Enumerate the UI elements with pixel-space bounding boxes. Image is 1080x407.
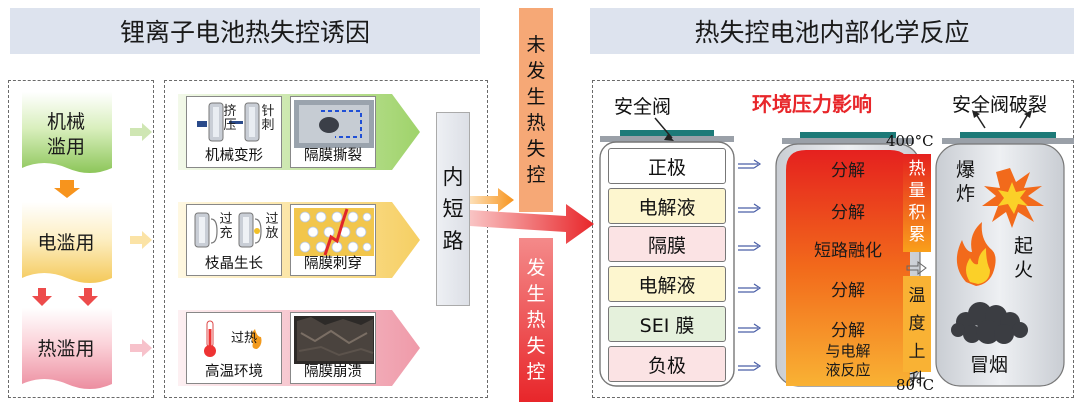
dendrite-illustration xyxy=(194,212,262,248)
layer-arrows xyxy=(738,159,762,371)
right-title-bar: 热失控电池内部化学反应 xyxy=(590,8,1074,54)
puncture-illustration xyxy=(294,208,374,256)
left-title-bar: 锂离子电池热失控诱因 xyxy=(10,8,480,54)
tear-illustration xyxy=(294,100,374,148)
electrical-puncture-panel: 隔膜刺穿 xyxy=(290,204,376,276)
left-title: 锂离子电池热失控诱因 xyxy=(119,18,370,47)
temp-low-label: 80°C xyxy=(896,376,935,394)
reaction-1: 分解 xyxy=(831,161,865,181)
puncture-label: 隔膜刺穿 xyxy=(304,256,362,272)
mechanical-abuse-label: 机械 滥用 xyxy=(46,111,85,158)
smoke-text: 冒烟 xyxy=(970,354,1009,376)
thermal-abuse-shape xyxy=(22,308,112,389)
collapse-illustration xyxy=(294,316,374,364)
squeeze-text: 挤 压 xyxy=(223,104,237,133)
right-title: 热失控电池内部化学反应 xyxy=(694,18,970,47)
elec-to-therm-arrow-2 xyxy=(78,288,98,306)
thermal-env-panel: 过热 高温环境 xyxy=(186,312,282,384)
tear-label: 隔膜撕裂 xyxy=(304,148,362,164)
deform-illustration xyxy=(197,102,260,142)
fire-text: 起 火 xyxy=(1014,235,1034,281)
mech-side-arrow xyxy=(130,123,152,141)
short-circuit-box: 内 短 路 xyxy=(436,112,470,306)
short-circuit-text: 内 短 路 xyxy=(442,165,464,253)
pierce-text: 针 刺 xyxy=(261,104,275,133)
mech-to-elec-arrow xyxy=(54,180,80,198)
layer-separator: 隔膜 xyxy=(608,226,726,262)
thermal-abuse-label: 热滥用 xyxy=(37,337,95,360)
env-label: 高温环境 xyxy=(205,364,263,380)
layer-electrolyte-top: 电解液 xyxy=(608,188,726,224)
layer-cathode: 正极 xyxy=(608,148,726,184)
electrical-dendrite-panel: 过 充 过 放 枝晶生长 xyxy=(186,204,282,276)
overheat-text: 过热 xyxy=(231,331,258,346)
reaction-5: 分解 xyxy=(831,321,865,341)
dendrite-label: 枝晶生长 xyxy=(205,256,263,272)
reaction-4: 分解 xyxy=(831,281,865,301)
valve-burst-label: 安全阀破裂 xyxy=(952,94,1048,116)
reaction-6: 与电解 液反应 xyxy=(825,342,871,379)
reaction-3: 短路融化 xyxy=(814,241,882,261)
overcharge-text: 过 充 xyxy=(219,212,233,241)
reaction-2: 分解 xyxy=(831,203,865,223)
temp-rise-text: 温 度 上 升 xyxy=(908,286,926,390)
mechanical-deform-panel: 挤 压 针 刺 机械变形 xyxy=(186,96,282,168)
no-runaway-text: 未 发 生 热 失 控 xyxy=(526,34,546,186)
abuse-shapes xyxy=(22,92,152,389)
collapse-label: 隔膜崩溃 xyxy=(304,364,362,380)
layer-anode: 负极 xyxy=(608,346,726,382)
causes-frame xyxy=(164,80,488,398)
to-no-runaway-arrow xyxy=(470,188,514,212)
electrical-abuse-shape xyxy=(22,202,112,283)
runaway-box: 发 生 热 失 控 xyxy=(519,238,553,402)
mechanical-tear-panel: 隔膜撕裂 xyxy=(290,96,376,168)
overdischarge-text: 过 放 xyxy=(265,212,279,241)
no-runaway-box: 未 发 生 热 失 控 xyxy=(519,8,553,212)
therm-side-arrow xyxy=(130,339,152,357)
elec-side-arrow xyxy=(130,231,152,249)
temp-high-label: 400°C xyxy=(886,132,934,150)
elec-to-therm-arrow-1 xyxy=(32,288,52,306)
branch-arrows xyxy=(470,188,594,244)
mechanical-abuse-shape xyxy=(22,92,112,173)
reaction-frame xyxy=(592,80,1074,398)
heat-accum-text: 热 量 积 累 xyxy=(908,159,926,245)
abuse-column-frame xyxy=(8,80,154,398)
env-pressure-label: 环境压力影响 xyxy=(752,92,872,116)
to-runaway-arrow xyxy=(470,204,594,244)
explosion-text: 爆 炸 xyxy=(956,159,976,205)
safety-valve-label: 安全阀 xyxy=(614,96,672,118)
layer-sei: SEI 膜 xyxy=(608,306,726,342)
layer-electrolyte-bottom: 电解液 xyxy=(608,266,726,302)
thermal-collapse-panel: 隔膜崩溃 xyxy=(290,312,376,384)
deform-label: 机械变形 xyxy=(205,148,263,164)
thermometer-illustration xyxy=(204,320,262,357)
electrical-abuse-label: 电滥用 xyxy=(37,231,95,254)
smoke-icon xyxy=(951,302,1028,344)
runaway-text: 发 生 热 失 控 xyxy=(526,257,546,383)
